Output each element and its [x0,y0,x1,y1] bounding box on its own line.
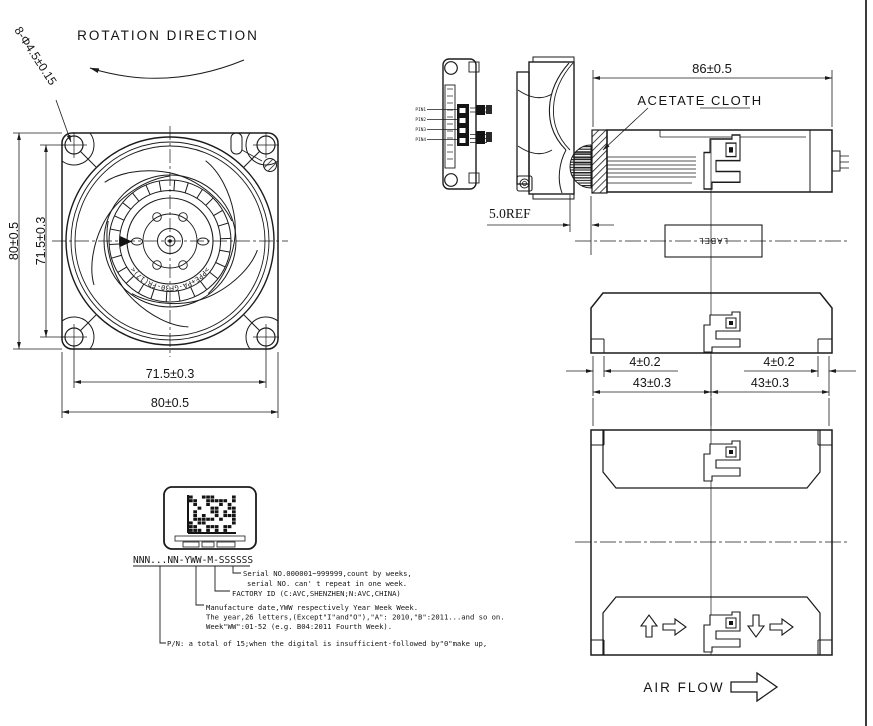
molded-direction-arrows [639,614,794,638]
factory-note-line: FACTORY ID (C:AVC,SHENZHEN;N:AVC,CHINA) [232,589,401,598]
rotation-mark [120,236,132,247]
pin1-label: PIN1 [415,107,426,113]
pn-note-line: P/N: a total of 15;when the digital is i… [167,639,487,648]
airflow-label: AIR FLOW [643,680,724,695]
front-view: ROTATION DIRECTION 8-Φ4.5±0.15 [7,24,288,418]
connector-side-view: PIN1 PIN2 PIN3 PIN4 [415,58,492,190]
dim-length: 86±0.5 [692,61,732,76]
stator-slots [109,180,231,302]
date-note-line2: The year,26 letters,(Except"I"and"O"),"A… [206,613,505,622]
right-arrow-icon [769,617,794,637]
connector-ticks [447,88,453,160]
pin3-label: PIN3 [415,127,426,133]
length-dimension: 86±0.5 [592,61,833,127]
cloth-callout: ACETATE CLOTH [637,93,762,108]
serial-note-line2: serial NO. can' t repeat in one week. [247,579,407,588]
dim-foot-right: 4±0.2 [763,355,794,369]
assembly-side-view: 86±0.5 ACETATE CLOTH [569,61,849,194]
front-view-dimensions: 80±0.5 71.5±0.3 71.5±0.3 80±0.5 [7,132,279,418]
foot-dimensions: 4±0.2 4±0.2 43±0.3 43±0.3 [566,355,856,426]
rotation-direction-label: ROTATION DIRECTION [77,28,259,43]
airflow-arrow-icon [730,671,779,703]
dim-half-right: 43±0.3 [751,376,789,390]
down-arrow-icon [746,614,766,638]
label-placeholder: LABEL [698,236,728,245]
date-note-line3: Week"WW":01-52 (e.g. B04:2011 Fourth Wee… [206,622,392,631]
internal-wires [607,156,696,178]
product-label [163,486,257,550]
wire-bundle [569,144,592,189]
pin4-label: PIN4 [415,137,426,143]
pin2-label: PIN2 [415,117,426,123]
dim-width-inner: 71.5±0.3 [146,367,195,381]
assembly-top-view: LABEL 4±0.2 4±0.2 43±0.3 43±0.3 [566,140,856,655]
right-arrow-icon [662,617,687,637]
up-arrow-icon [639,614,659,638]
assembly-bottom-view: AIR FLOW [575,429,848,703]
dim-half-left: 43±0.3 [633,376,671,390]
gap-ref-dimension: 5.0REF [487,195,614,255]
dim-gap-ref: 5.0REF [489,206,531,221]
acetate-cloth-block [591,129,608,194]
dim-height-inner: 71.5±0.3 [34,217,48,266]
rotation-arrow [89,59,245,79]
dim-height-outer: 80±0.5 [7,222,21,260]
date-note-line1: Manufacture date,YWW respectively Year W… [206,603,418,612]
impeller-blades [91,160,258,328]
mounting-holes [61,132,279,350]
qr-code [189,495,236,532]
code-mask: NNN...NN-YWW-M-SSSSSS [133,555,253,566]
serial-note-line1: Serial NO.000001~999999,count by weeks, [243,569,412,578]
dim-width-outer: 80±0.5 [151,396,189,410]
holes-callout: 8-Φ4.5±0.15 [11,24,59,88]
holes-leader [55,99,72,143]
dim-foot-left: 4±0.2 [629,355,660,369]
serial-label-note: NNN...NN-YWW-M-SSSSSS Serial NO.000001~9… [133,486,505,648]
